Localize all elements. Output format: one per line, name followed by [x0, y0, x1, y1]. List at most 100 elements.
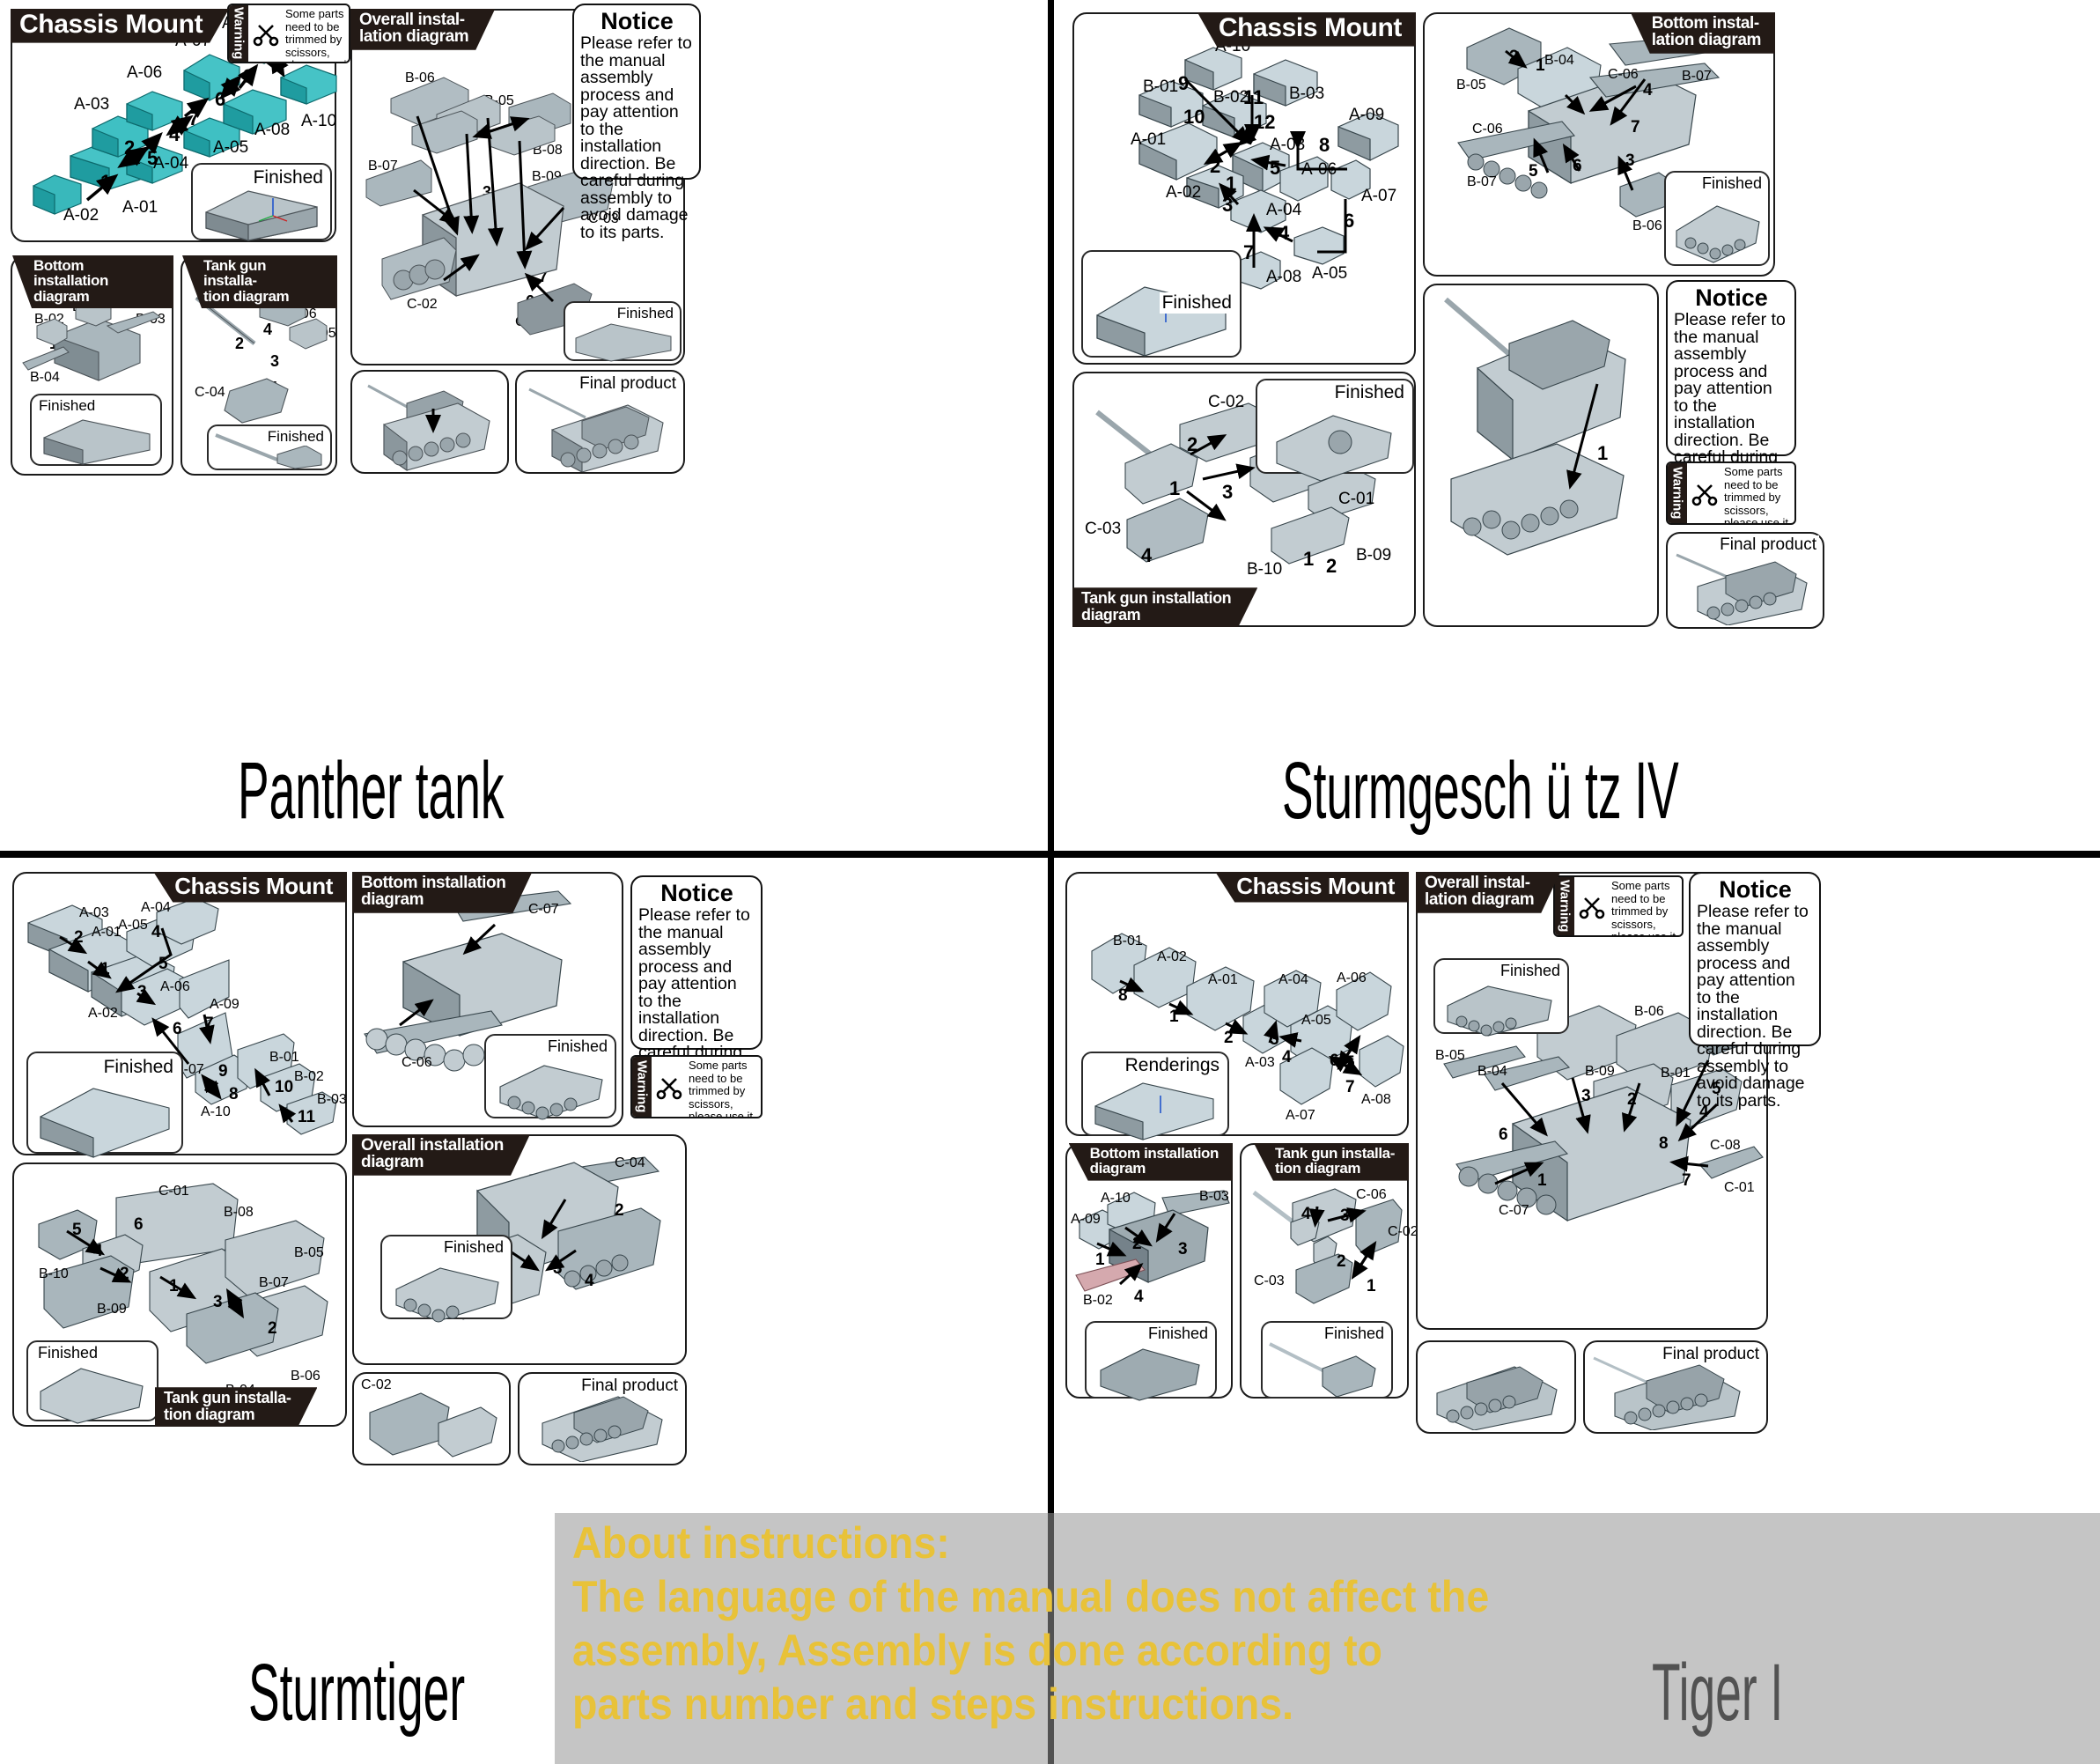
part-label: B-03: [317, 1092, 347, 1107]
part-label: B-03: [1199, 1189, 1229, 1204]
step-number: 5: [1270, 157, 1281, 179]
sturmtiger-gun-finished: Finished: [26, 1340, 158, 1424]
part-label: A-01: [1131, 130, 1167, 149]
step-number: 9: [218, 1062, 228, 1081]
panel-stug4: Chassis Mount: [1053, 0, 2100, 852]
step-number: 4: [1141, 544, 1153, 566]
scissors-icon: [248, 5, 284, 62]
step-number: 5: [1345, 1053, 1355, 1072]
notice-body: Please refer to the manual assembly proc…: [1697, 902, 1809, 1111]
step-number: 1: [1226, 173, 1237, 195]
step-number: 4: [151, 923, 161, 941]
part-label: B-05: [1456, 77, 1486, 92]
part-label: A-02: [63, 206, 99, 225]
step-number: 6: [1344, 210, 1355, 232]
banner-bottom-installation: Bottom installation diagram: [352, 872, 532, 913]
part-label: A-05: [1312, 264, 1348, 283]
stug-chassis-finished: Finished: [1081, 250, 1242, 358]
step-number: 2: [1337, 1252, 1346, 1271]
panther-bottom-finished: Finished: [30, 394, 162, 466]
sturmtiger-gun-render: [38, 1183, 328, 1364]
part-label: B-09: [97, 1302, 127, 1317]
part-label: B-08: [224, 1205, 254, 1220]
product-title-stug4: Sturmgesch ü tz IV: [1282, 746, 1679, 836]
banner-bottom-installation: Bottom instal- lation diagram: [1630, 12, 1775, 54]
step-number: 1: [1169, 1007, 1179, 1026]
step-number: 1: [100, 171, 112, 193]
step-number: 10: [275, 1078, 294, 1096]
part-label: A-07: [1361, 187, 1397, 205]
part-label: C-02: [407, 297, 438, 312]
step-number: 3: [137, 983, 147, 1001]
part-label: A-05: [118, 918, 148, 933]
product-title-panther: Panther tank: [238, 746, 505, 836]
step-number: 12: [1254, 111, 1276, 133]
sturmtiger-gun-panel: Tank gun installa- tion diagram C-01 B-0…: [12, 1162, 347, 1427]
part-label: A-08: [254, 121, 291, 139]
notice-title: Notice: [1719, 876, 1792, 903]
final-product-render: [542, 1396, 663, 1463]
instructions-overlay-text: About instructions: The language of the …: [572, 1518, 1490, 1729]
step-number: 9: [243, 65, 254, 87]
step-number: 7: [188, 107, 200, 129]
part-label: A-01: [1208, 972, 1238, 987]
part-label: A-04: [153, 154, 189, 173]
part-label: B-07: [259, 1275, 289, 1290]
scissors-icon: [1687, 463, 1722, 523]
part-label: A-03: [74, 95, 110, 114]
warning-box: Warning Some parts need to be trimmed by…: [1553, 875, 1684, 937]
step-number: 11: [1243, 86, 1264, 108]
final-product-render: [1676, 553, 1808, 626]
step-number: 2: [268, 1319, 277, 1338]
part-label: C-02: [361, 1377, 392, 1392]
banner-bottom-installation: Bottom installation diagram: [1068, 1143, 1233, 1181]
warning-text: Some parts need to be trimmed by scissor…: [285, 7, 349, 62]
part-label: C-06: [1356, 1187, 1387, 1202]
part-label: A-08: [1266, 268, 1302, 286]
step-number: 4: [1301, 1205, 1311, 1223]
step-number: 7: [1682, 1171, 1691, 1190]
stug-final-product-panel: Final product: [1666, 532, 1824, 629]
part-label: C-02: [1208, 393, 1245, 411]
part-label: A-01: [92, 925, 122, 940]
step-number: 5: [158, 955, 168, 973]
warning-text: Some parts need to be trimmed by scissor…: [689, 1059, 753, 1118]
step-number: 10: [1183, 106, 1205, 128]
final-product-label: Final product: [1717, 535, 1819, 555]
stug-bottom-finished: Finished: [1664, 171, 1770, 266]
tiger-bottom-finished: Finished: [1085, 1321, 1217, 1401]
divider-horizontal: [0, 851, 2100, 858]
part-label: C-01: [1724, 1180, 1755, 1195]
part-block-a05: [180, 116, 243, 160]
stug-gun-finished: Finished: [1256, 379, 1414, 482]
panther-overall-panel: Overall instal- lation diagram B-06 B-05…: [350, 9, 685, 365]
tiger-gun-finished: Finished: [1261, 1321, 1393, 1399]
warning-box: Warning Some parts need to be trimmed by…: [227, 4, 350, 63]
step-number: 6: [173, 1020, 182, 1038]
part-label: A-06: [1337, 971, 1367, 985]
part-label: B-10: [1247, 560, 1283, 579]
part-label: A-02: [88, 1006, 118, 1021]
part-label: B-06: [1632, 218, 1662, 233]
sturmtiger-overall-finished: Finished: [380, 1235, 512, 1323]
step-number: 6: [1499, 1126, 1508, 1144]
part-label: B-02: [1083, 1293, 1113, 1308]
part-label: A-02: [1157, 949, 1187, 964]
final-product-label: Final product: [577, 374, 679, 394]
part-label: C-06: [1608, 67, 1639, 82]
step-number: 9: [1178, 72, 1190, 94]
instructions-overlay: About instructions: The language of the …: [555, 1513, 2100, 1764]
finished-label: Finished: [250, 167, 326, 188]
tiger-gun-panel: Tank gun installa- tion diagram C-06 C-0…: [1240, 1143, 1418, 1399]
part-label: B-01: [1143, 77, 1179, 96]
step-number: 8: [1659, 1134, 1669, 1153]
part-label: C-03: [1254, 1273, 1285, 1288]
part-label: A-01: [122, 198, 158, 217]
part-label: C-04: [195, 385, 225, 400]
banner-chassis-mount: Chassis Mount: [153, 872, 347, 903]
step-number: 4: [1643, 81, 1653, 100]
final-product-render: [1593, 1356, 1741, 1431]
warning-text: Some parts need to be trimmed by scissor…: [1611, 879, 1676, 937]
step-number: 7: [204, 1015, 214, 1033]
part-label: A-09: [1349, 106, 1385, 124]
